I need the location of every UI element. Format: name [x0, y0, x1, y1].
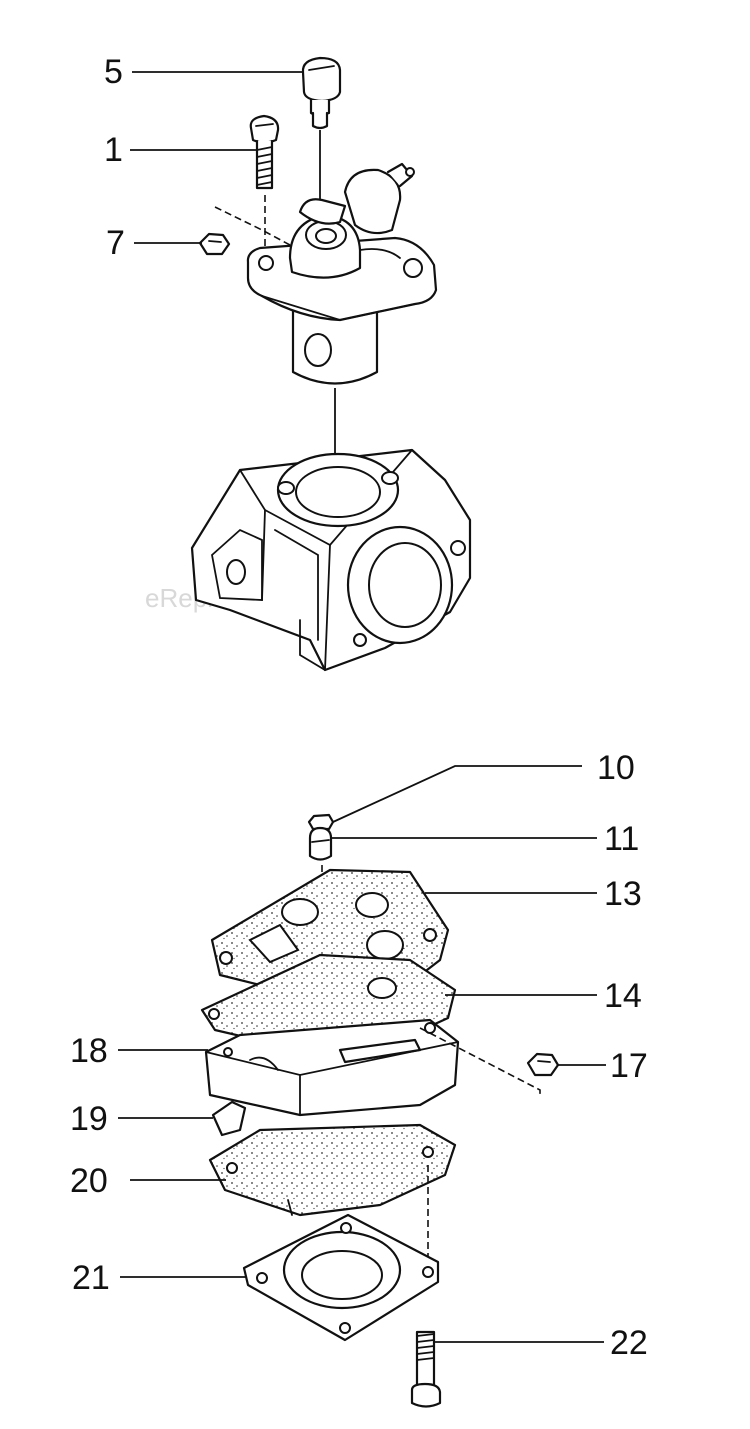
callout-7: 7 [106, 224, 125, 262]
part-5-plug [301, 56, 342, 130]
callout-17: 17 [610, 1047, 648, 1085]
callout-21: 21 [72, 1259, 110, 1297]
part-7-nut [198, 232, 231, 256]
callout-10-leader [332, 765, 582, 823]
part-7-axis-line [214, 206, 291, 246]
part-11-needle [308, 826, 333, 861]
part-21-cover [242, 1213, 440, 1342]
callout-1: 1 [104, 131, 123, 169]
callout-14: 14 [604, 977, 642, 1015]
callout-20: 20 [70, 1162, 108, 1200]
callout-18: 18 [70, 1032, 108, 1070]
part-18-pump-body [204, 1018, 460, 1117]
part-17-axis-line [419, 1027, 541, 1097]
part-19-lever [211, 1100, 247, 1137]
part-17-nut [526, 1052, 560, 1077]
upper-body [246, 162, 438, 385]
callout-22: 22 [610, 1324, 648, 1362]
callout-5: 5 [104, 53, 123, 91]
callout-11: 11 [604, 820, 639, 858]
carburetor-main-body [190, 448, 472, 672]
callout-13: 13 [604, 875, 642, 913]
callout-19: 19 [70, 1100, 108, 1138]
part-10-clip [307, 813, 335, 831]
part-20-gasket [208, 1123, 457, 1217]
part-22-screw [410, 1330, 442, 1408]
callout-10: 10 [597, 749, 635, 787]
part-1-bolt [249, 114, 280, 190]
